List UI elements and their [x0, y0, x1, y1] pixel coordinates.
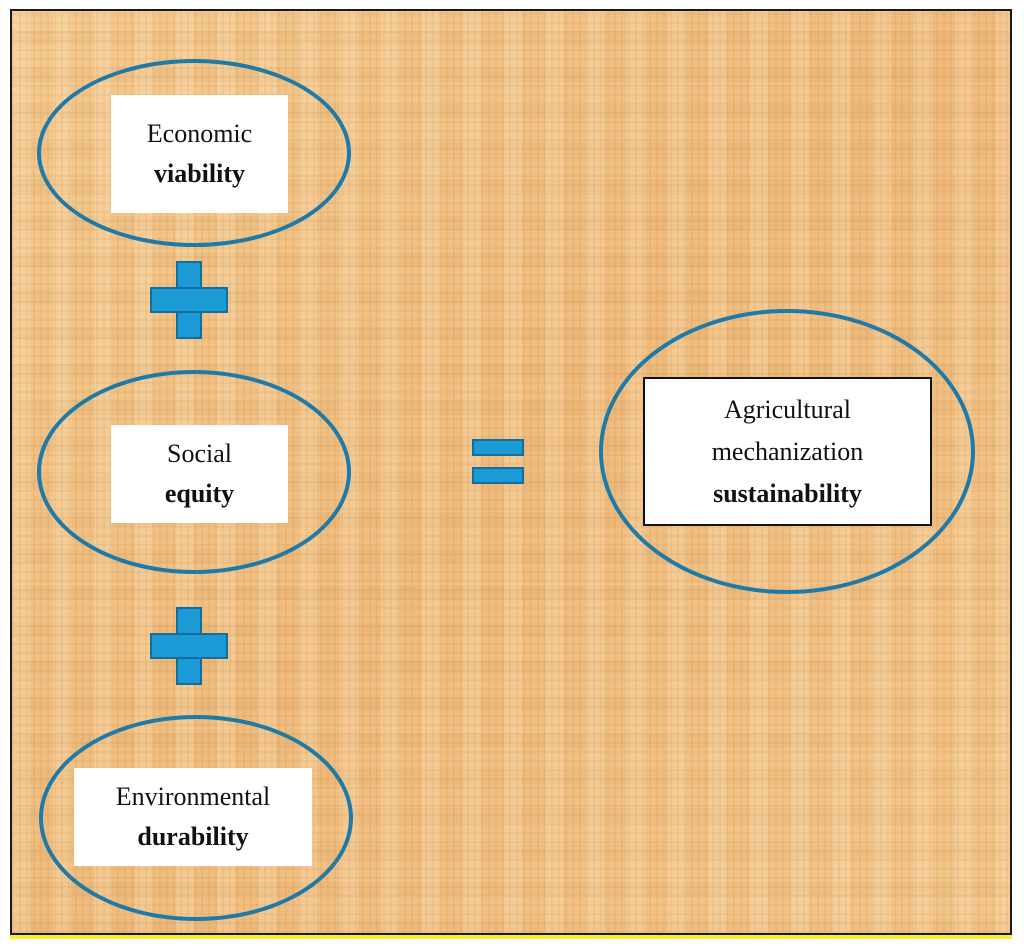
environmental-durability-ellipse	[39, 715, 353, 921]
economic-label-line1: Economic	[146, 119, 253, 148]
sustainability-label-line2: mechanization	[711, 436, 864, 466]
sustainability-label-line3: sustainability	[713, 478, 862, 508]
social-equity-label: Social equity	[111, 425, 288, 523]
social-label-line1: Social	[167, 439, 232, 468]
plus-icon	[150, 607, 228, 685]
environmental-durability-label: Environmental durability	[74, 768, 312, 866]
social-equity-ellipse	[37, 370, 351, 574]
environmental-label-line2: durability	[137, 822, 249, 851]
economic-viability-label: Economic viability	[111, 95, 288, 213]
environmental-label-line1: Environmental	[115, 782, 271, 811]
bottom-accent-strip	[10, 935, 1012, 939]
social-label-line2: equity	[164, 479, 235, 508]
sustainability-label: Agricultural mechanization sustainabilit…	[643, 377, 932, 526]
economic-viability-ellipse	[37, 59, 351, 247]
plus-icon	[150, 261, 228, 339]
sustainability-ellipse	[599, 309, 975, 594]
equals-icon	[472, 439, 524, 485]
diagram-canvas: Economic viability Social equity Environ…	[10, 9, 1012, 935]
economic-label-line2: viability	[153, 159, 245, 188]
sustainability-label-line1: Agricultural	[723, 394, 852, 424]
